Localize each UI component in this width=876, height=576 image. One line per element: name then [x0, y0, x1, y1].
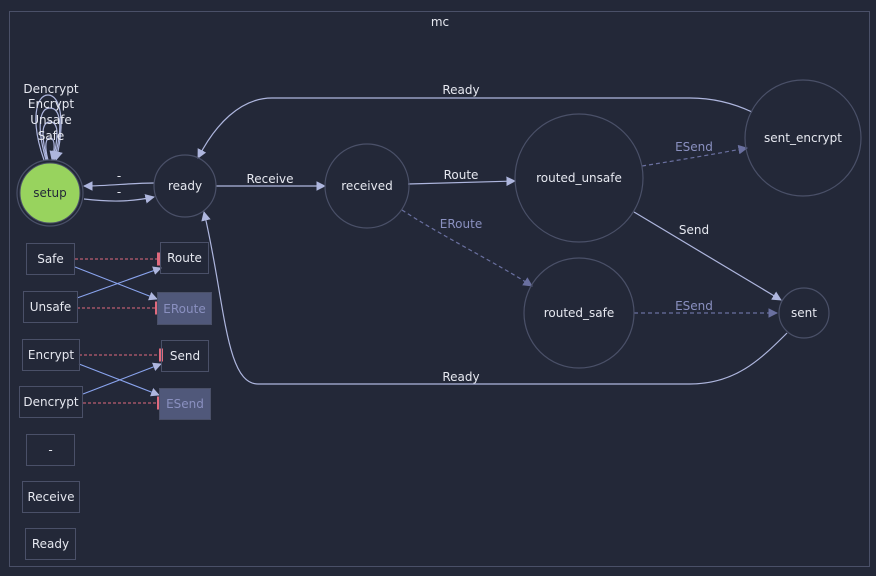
edge-route — [407, 176, 516, 187]
edge-label-esend-top: ESend — [675, 140, 713, 154]
edge-ready-bottom — [201, 211, 788, 385]
edge-label-eroute: ERoute — [440, 217, 482, 231]
edge-label-ready-top: Ready — [442, 83, 479, 97]
action-label-eroute: ERoute — [163, 302, 205, 316]
state-routed-safe[interactable]: routed_safe — [523, 257, 635, 369]
event-receive[interactable]: Receive — [22, 481, 80, 513]
event-safe[interactable]: Safe — [26, 243, 75, 275]
enable-safe-eroute — [74, 266, 158, 301]
state-sent-encrypt[interactable]: sent_encrypt — [744, 79, 862, 197]
setup-self-loops — [35, 94, 63, 161]
enable-encrypt-esend — [78, 363, 160, 397]
event-encrypt[interactable]: Encrypt — [22, 339, 80, 371]
event-dencrypt[interactable]: Dencrypt — [19, 386, 83, 418]
action-eroute[interactable]: ERoute — [157, 292, 212, 325]
enable-dencrypt-send — [82, 362, 162, 395]
edge-label-route: Route — [444, 168, 479, 182]
edge-send — [633, 211, 782, 301]
state-label-sent: sent — [791, 306, 817, 320]
diagram-title: mc — [431, 15, 449, 29]
edge-label-setup-to-ready: - — [117, 185, 121, 199]
edge-eroute — [401, 209, 533, 287]
state-label-routed-safe: routed_safe — [544, 306, 615, 320]
action-label-route: Route — [167, 251, 202, 265]
self-loop-label-0: Dencrypt — [23, 82, 78, 96]
event-label-encrypt: Encrypt — [28, 348, 74, 362]
event-label-safe: Safe — [37, 252, 64, 266]
event-label-dash: - — [48, 443, 52, 457]
edge-setup-to-ready — [83, 194, 155, 204]
edge-label-receive: Receive — [247, 172, 294, 186]
event-label-receive: Receive — [28, 490, 75, 504]
event-label-unsafe: Unsafe — [30, 300, 72, 314]
state-label-received: received — [341, 179, 392, 193]
event-ready[interactable]: Ready — [25, 528, 76, 560]
enable-unsafe-route — [76, 266, 162, 299]
state-label-setup: setup — [33, 186, 67, 200]
state-setup[interactable]: setup — [16, 159, 84, 227]
edge-ready-top — [197, 97, 753, 159]
state-label-sent-encrypt: sent_encrypt — [764, 131, 842, 145]
edge-label-ready-to-setup: - — [117, 169, 121, 183]
edge-label-esend-bottom: ESend — [675, 299, 713, 313]
event-unsafe[interactable]: Unsafe — [23, 291, 78, 323]
self-loop-label-1: Encrypt — [28, 97, 74, 111]
self-loop-label-2: Unsafe — [30, 113, 72, 127]
action-esend[interactable]: ESend — [159, 388, 211, 420]
state-ready[interactable]: ready — [153, 154, 217, 218]
self-loop-label-3: Safe — [38, 129, 65, 143]
action-send[interactable]: Send — [161, 340, 209, 372]
state-sent[interactable]: sent — [778, 287, 830, 339]
action-label-esend: ESend — [166, 397, 204, 411]
action-label-send: Send — [170, 349, 200, 363]
edge-label-send: Send — [679, 223, 709, 237]
state-routed-unsafe[interactable]: routed_unsafe — [514, 113, 644, 243]
state-label-ready: ready — [168, 179, 202, 193]
action-route[interactable]: Route — [160, 242, 209, 274]
diagram-frame — [9, 11, 870, 567]
event-label-dencrypt: Dencrypt — [23, 395, 78, 409]
state-label-routed-unsafe: routed_unsafe — [536, 171, 622, 185]
edge-ready-to-setup — [83, 181, 155, 191]
event-label-ready: Ready — [32, 537, 69, 551]
state-received[interactable]: received — [324, 143, 410, 229]
edge-label-ready-bottom: Ready — [442, 370, 479, 384]
event-dash[interactable]: - — [26, 434, 75, 466]
